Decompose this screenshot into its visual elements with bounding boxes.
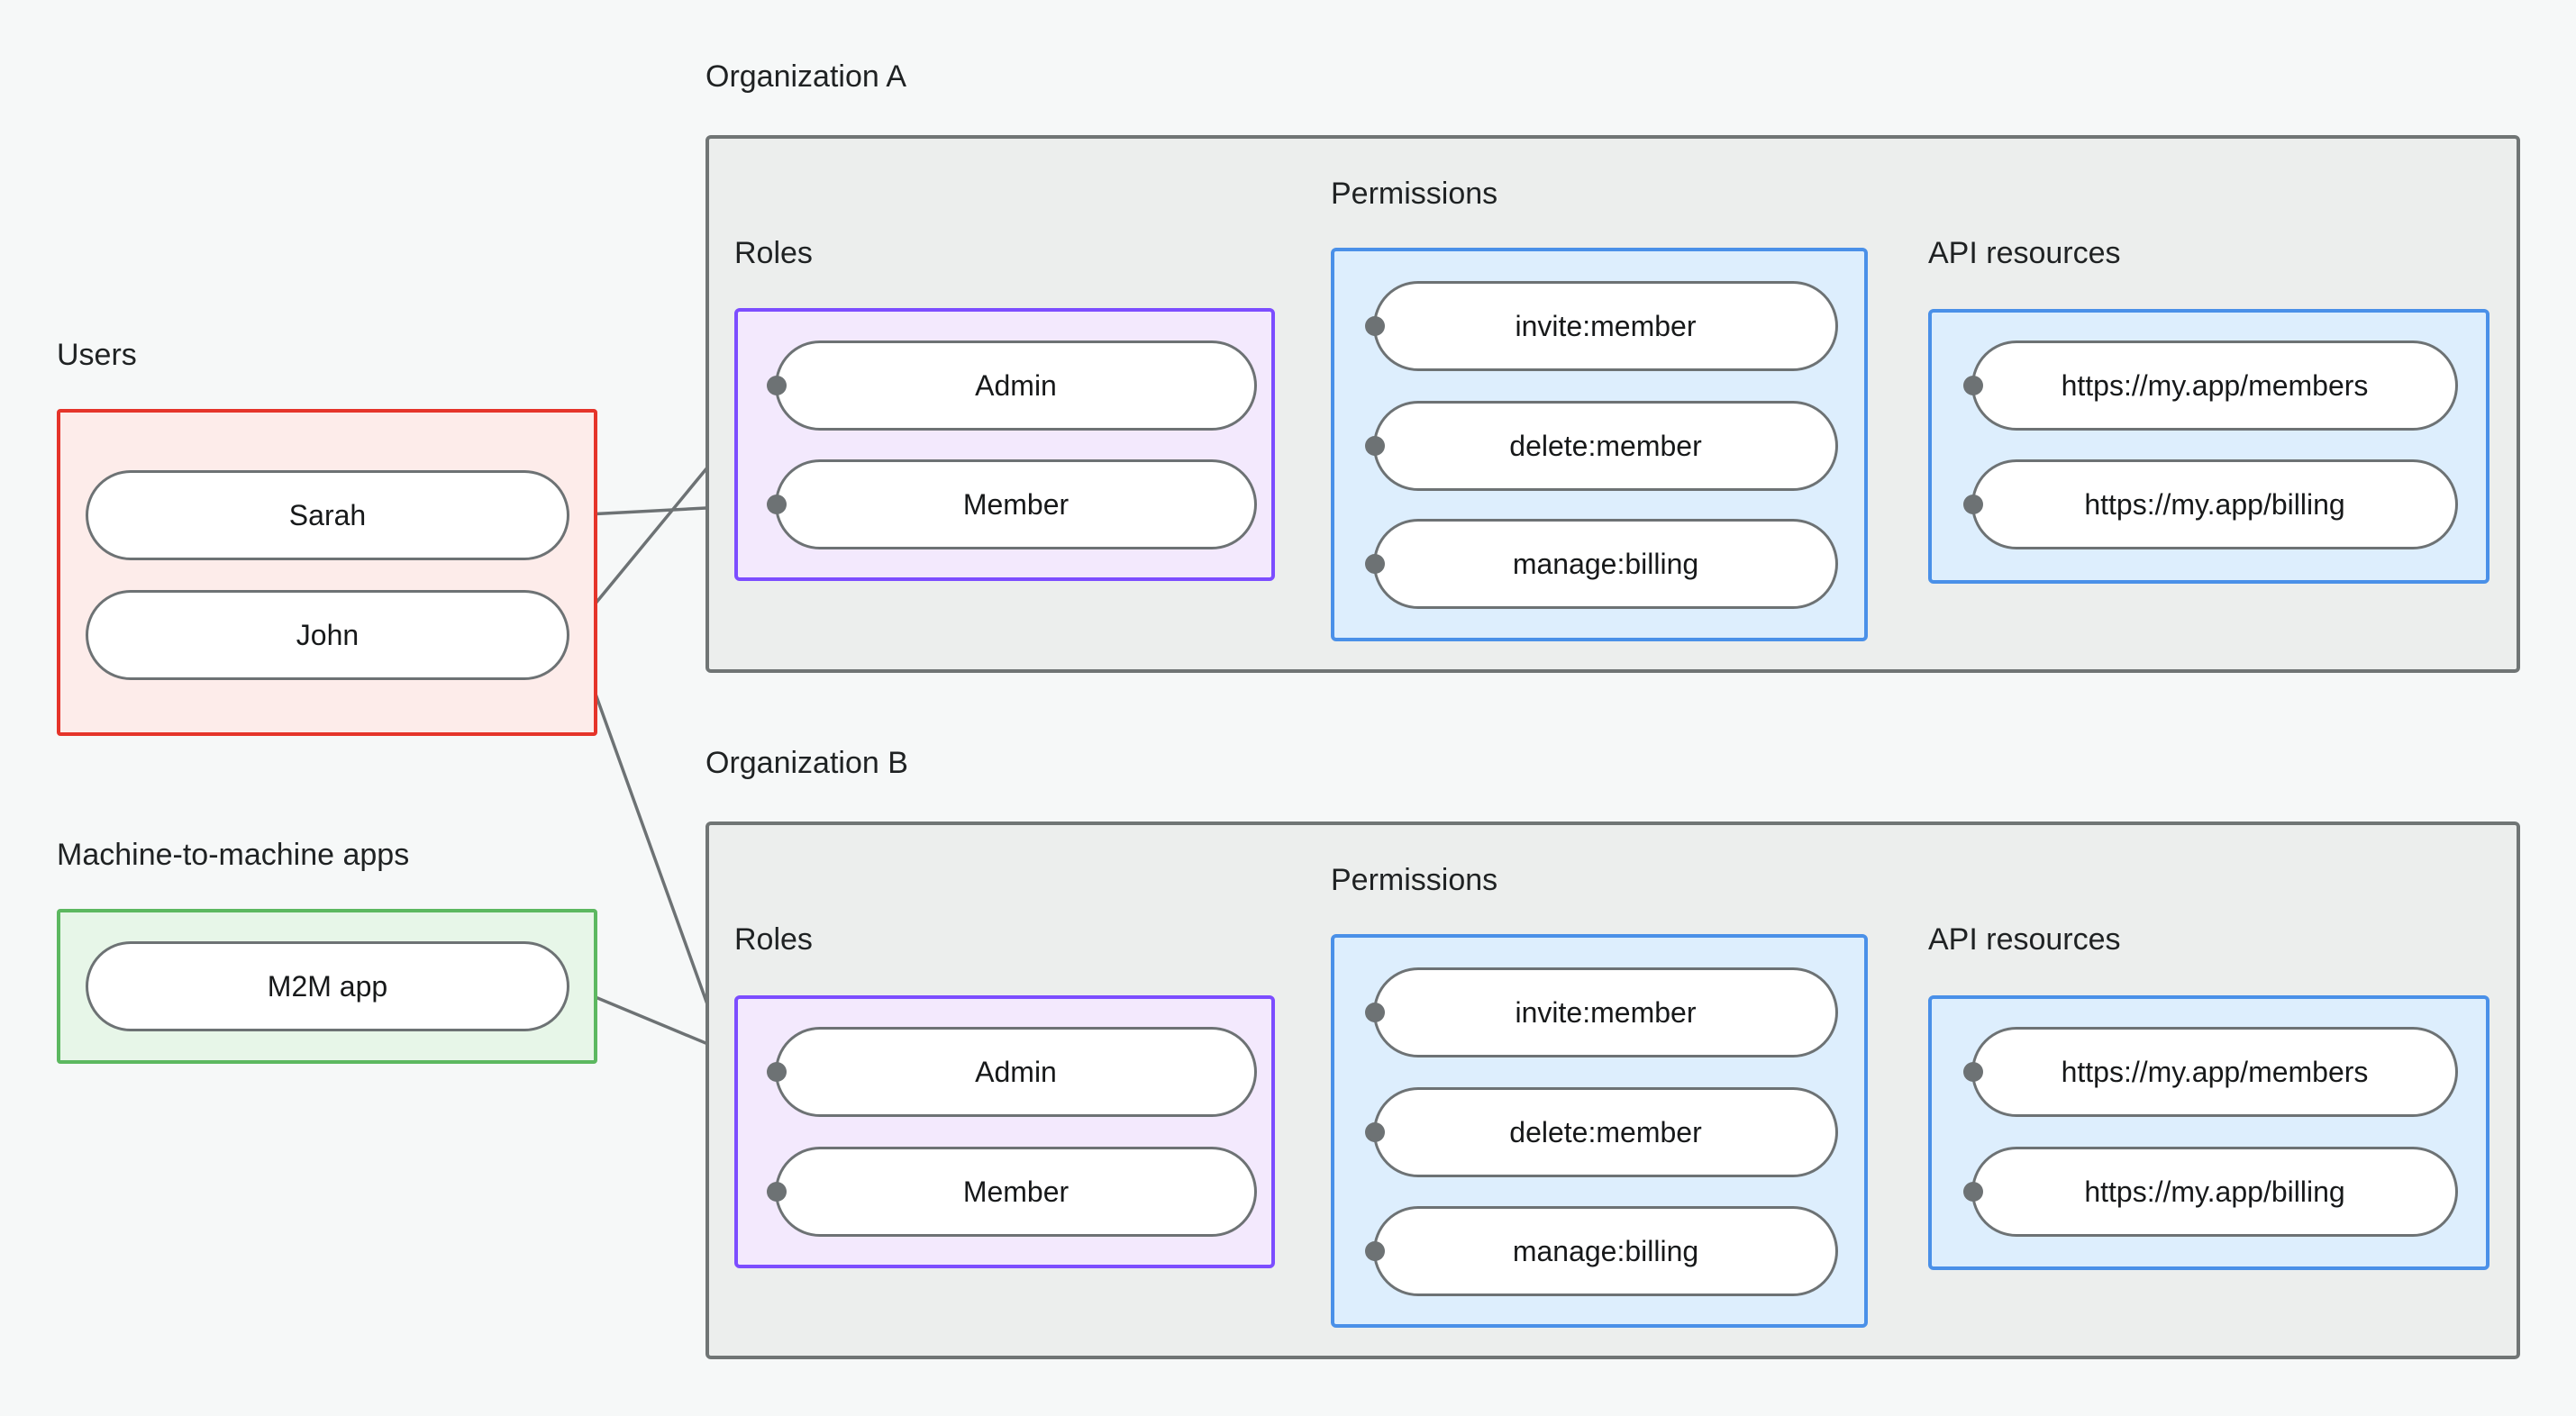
org-b-roles-caption: Roles [734,922,813,957]
org-a-caption: Organization A [705,59,907,94]
api-resource-node-org-a-billing[interactable]: https://my.app/billing [1971,459,2458,549]
org-b-permissions-caption: Permissions [1331,863,1498,897]
role-node-org-b-admin[interactable]: Admin [775,1027,1257,1117]
m2m-node-app[interactable]: M2M app [86,941,569,1031]
org-b-caption: Organization B [705,746,908,780]
org-b-api-resources-caption: API resources [1928,922,2121,957]
permission-node-org-b-delete-member[interactable]: delete:member [1373,1087,1838,1177]
permission-node-org-a-invite-member[interactable]: invite:member [1373,281,1838,371]
org-a-permissions-caption: Permissions [1331,177,1498,211]
role-node-org-a-admin[interactable]: Admin [775,340,1257,431]
role-node-org-a-member[interactable]: Member [775,459,1257,549]
permission-node-org-b-manage-billing[interactable]: manage:billing [1373,1206,1838,1296]
user-node-john[interactable]: John [86,590,569,680]
users-caption: Users [57,338,137,372]
org-a-roles-caption: Roles [734,236,813,270]
permission-node-org-a-delete-member[interactable]: delete:member [1373,401,1838,491]
permission-node-org-a-manage-billing[interactable]: manage:billing [1373,519,1838,609]
permission-node-org-b-invite-member[interactable]: invite:member [1373,967,1838,1057]
users-group-box [57,409,597,736]
org-a-api-resources-caption: API resources [1928,236,2121,270]
user-node-sarah[interactable]: Sarah [86,470,569,560]
api-resource-node-org-b-billing[interactable]: https://my.app/billing [1971,1147,2458,1237]
api-resource-node-org-a-members[interactable]: https://my.app/members [1971,340,2458,431]
m2m-caption: Machine-to-machine apps [57,838,410,872]
role-node-org-b-member[interactable]: Member [775,1147,1257,1237]
api-resource-node-org-b-members[interactable]: https://my.app/members [1971,1027,2458,1117]
